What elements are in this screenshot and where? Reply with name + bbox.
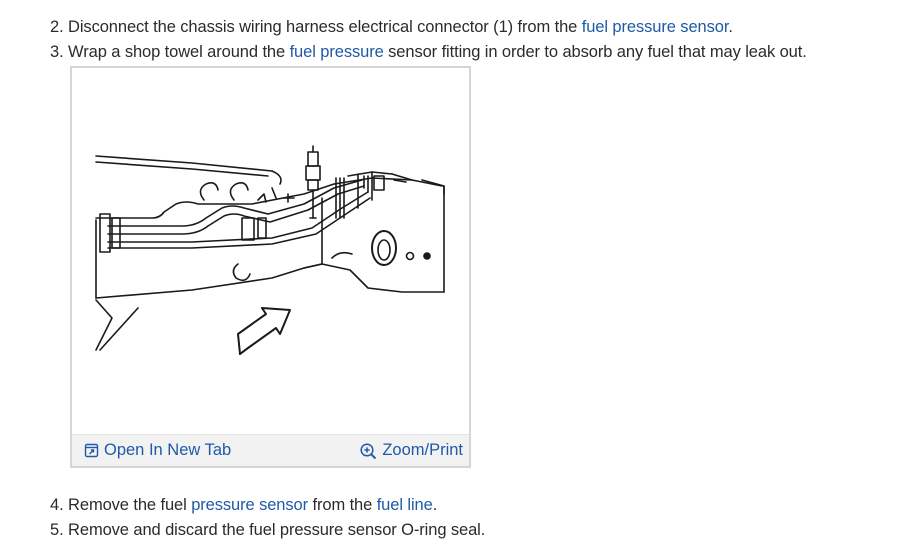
step-text: from the [308, 496, 377, 514]
step-text: sensor fitting in order to absorb any fu… [383, 43, 807, 61]
step-text: Remove the fuel [63, 496, 192, 514]
step-number: 3. [50, 43, 64, 61]
instruction-step-4: 4. Remove the fuel pressure sensor from … [50, 494, 437, 516]
step-number: 5. [50, 521, 64, 539]
figure-footer: Open In New Tab Zoom/Print [72, 434, 469, 466]
fuel-line-link[interactable]: fuel line [376, 496, 433, 514]
fuel-pressure-link[interactable]: fuel pressure [289, 43, 384, 61]
pressure-sensor-link[interactable]: pressure sensor [191, 496, 308, 514]
instruction-step-3: 3. Wrap a shop towel around the fuel pre… [50, 41, 807, 63]
open-in-new-tab-label: Open In New Tab [104, 441, 232, 459]
open-in-new-tab-button[interactable]: Open In New Tab [84, 435, 231, 466]
figure-card: Open In New Tab Zoom/Print [70, 66, 471, 468]
step-number: 2. [50, 18, 64, 36]
figure-illustration [72, 68, 469, 436]
instruction-step-5: 5. Remove and discard the fuel pressure … [50, 519, 485, 541]
step-text: . [728, 18, 733, 36]
step-text: Wrap a shop towel around the [63, 43, 290, 61]
zoom-print-button[interactable]: Zoom/Print [359, 435, 463, 466]
zoom-print-label: Zoom/Print [382, 441, 463, 459]
fuel-pressure-sensor-link[interactable]: fuel pressure sensor [581, 18, 729, 36]
instruction-step-2: 2. Disconnect the chassis wiring harness… [50, 16, 733, 38]
open-new-tab-icon [84, 443, 99, 458]
zoom-in-icon [359, 442, 377, 460]
step-number: 4. [50, 496, 64, 514]
step-text: . [432, 496, 438, 514]
step-text: Remove and discard the fuel pressure sen… [63, 521, 486, 539]
step-text: Disconnect the chassis wiring harness el… [63, 18, 582, 36]
